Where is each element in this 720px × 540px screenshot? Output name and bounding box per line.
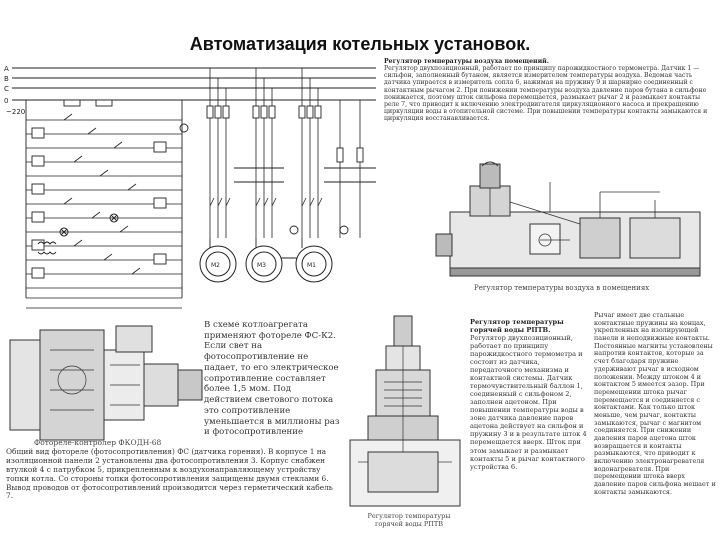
motor-label-m2: M2 xyxy=(211,262,220,269)
phase-label-c: C xyxy=(4,85,9,93)
motor-label-m1: M1 xyxy=(307,262,316,269)
air-regulator-description: Регулятор температуры воздуха помещений.… xyxy=(384,58,716,152)
hot-water-regulator-caption: Регулятор температуры горячей воды РПТВ xyxy=(367,512,451,528)
photo-sensor-drawing xyxy=(6,320,206,446)
photo-sensor-body-text: Общий вид фотореле (фотосопротивления) Ф… xyxy=(6,448,333,501)
hot-water-regulator-heading: Регулятор температуры горячей воды РПТВ. xyxy=(470,318,564,335)
air-regulator-caption: Регулятор температуры воздуха в помещени… xyxy=(474,284,650,292)
control-circuit-schematic: A B C 0 ~220 M2 M3 M1 xyxy=(4,58,380,320)
air-regulator-heading: Регулятор температуры воздуха помещений. xyxy=(384,58,549,65)
hot-water-regulator-text: Регулятор двухпозиционный, работает по п… xyxy=(470,334,587,471)
phase-label-zero: 0 xyxy=(4,97,8,105)
slide-title: Автоматизация котельных установок. xyxy=(189,34,531,54)
hot-water-regulator-description: Регулятор температуры горячей воды РПТВ.… xyxy=(470,318,590,492)
voltage-label: ~220 xyxy=(6,108,25,116)
air-regulator-drawing xyxy=(430,152,716,286)
motor-label-m3: M3 xyxy=(257,262,266,269)
contact-lever-description: Рычаг имеет две стальные контактные пруж… xyxy=(594,312,716,496)
photo-sensor-caption: Фотореле-контролер ФКОДН-68 xyxy=(34,438,162,447)
hot-water-regulator-drawing xyxy=(338,312,472,532)
phase-label-a: A xyxy=(4,65,9,73)
photo-relay-description: В схеме котлоагрегата применяют фотореле… xyxy=(204,320,340,436)
phase-label-b: B xyxy=(4,75,9,83)
air-regulator-text: Регулятор двухпозиционный, работает по п… xyxy=(384,65,708,122)
